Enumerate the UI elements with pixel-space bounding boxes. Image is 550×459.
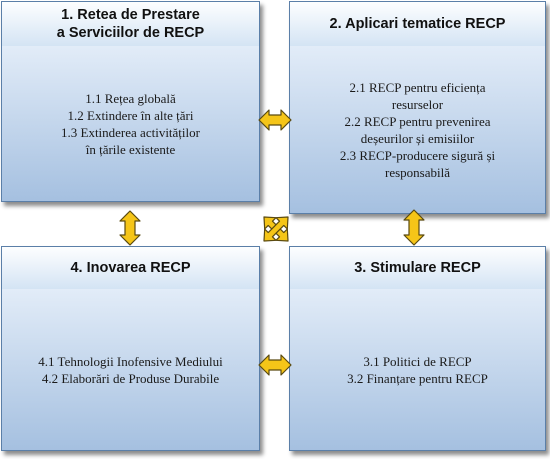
content-line: 1.3 Extinderea activităților	[61, 124, 200, 140]
content-line: 1.2 Extindere în alte țări	[67, 107, 194, 123]
panel-content: 1.1 Rețea globală 1.2 Extindere în alte …	[61, 90, 200, 158]
content-line: 1.1 Rețea globală	[85, 90, 176, 106]
panel-aplicari-tematice: 2. Aplicari tematice RECP 2.1 RECP pentr…	[289, 1, 546, 214]
panel-content: 2.1 RECP pentru eficiența resurselor 2.2…	[340, 79, 495, 181]
double-arrow-diagonal-center-2	[263, 216, 289, 242]
double-arrow-vertical-left	[119, 210, 141, 246]
content-line: 3.2 Finanțare pentru RECP	[347, 370, 488, 386]
content-line: resurselor	[391, 96, 444, 112]
panel-title: 4. Inovarea RECP	[2, 247, 259, 290]
content-line: 4.1 Tehnologii Inofensive Mediului	[38, 353, 223, 369]
content-line: 2.1 RECP pentru eficiența	[349, 79, 486, 95]
content-line: 2.3 RECP-producere sigură și	[339, 147, 496, 163]
content-line: responsabilă	[385, 164, 450, 180]
double-arrow-diagonal-center-1	[263, 216, 289, 242]
content-line: 4.2 Elaborări de Produse Durabile	[41, 370, 220, 386]
double-arrow-horizontal-top	[258, 109, 292, 131]
content-line: 2.2 RECP pentru prevenirea	[344, 113, 491, 129]
double-arrow-horizontal-bottom	[258, 354, 292, 376]
panel-title: 3. Stimulare RECP	[290, 247, 545, 290]
content-line: în țările existente	[85, 141, 176, 157]
content-line: 3.1 Politici de RECP	[363, 353, 472, 369]
panel-content: 3.1 Politici de RECP 3.2 Finanțare pentr…	[347, 353, 488, 387]
panel-stimulare: 3. Stimulare RECP 3.1 Politici de RECP 3…	[289, 246, 546, 451]
panel-content: 4.1 Tehnologii Inofensive Mediului 4.2 E…	[38, 353, 222, 387]
content-line: deșeurilor și emisiilor	[360, 130, 475, 146]
panel-title: 1. Retea de Prestare a Serviciilor de RE…	[2, 2, 259, 47]
panel-inovarea: 4. Inovarea RECP 4.1 Tehnologii Inofensi…	[1, 246, 260, 451]
panel-title: 2. Aplicari tematice RECP	[290, 2, 545, 47]
double-arrow-vertical-right	[403, 209, 425, 246]
panel-retea-prestare: 1. Retea de Prestare a Serviciilor de RE…	[1, 1, 260, 202]
